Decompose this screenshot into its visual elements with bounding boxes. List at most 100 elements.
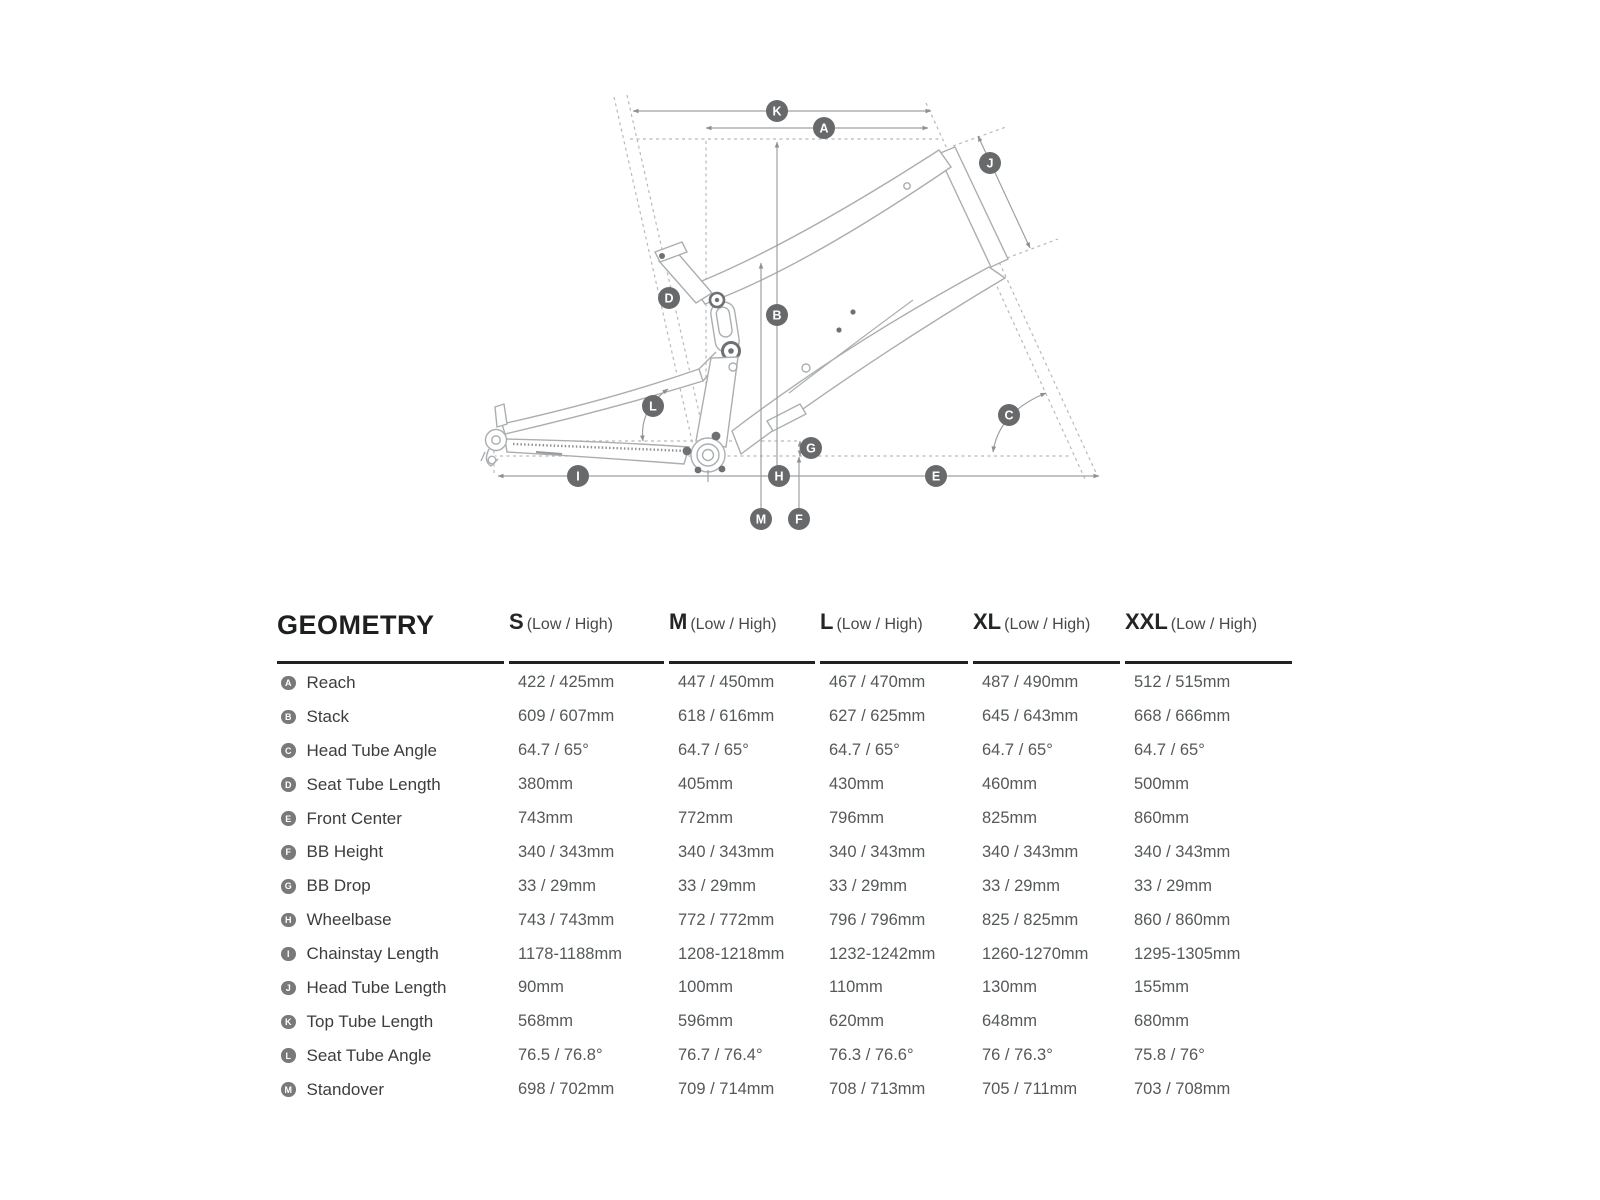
row-value: 1232-1242mm <box>829 944 936 963</box>
row-label: Chainstay Length <box>306 944 439 964</box>
row-letter-badge: E <box>281 811 296 826</box>
diagram-badge-letter-l: L <box>649 399 657 413</box>
diagram-badge-g <box>800 437 822 459</box>
row-label-cell: E Front Center <box>277 809 509 829</box>
row-badge-letter: A <box>285 677 292 688</box>
diagram-badge-j <box>979 152 1001 174</box>
size-note: (Low / High) <box>1170 616 1258 633</box>
row-value: 340 / 343mm <box>1134 842 1231 861</box>
row-label-cell: A Reach <box>277 673 509 693</box>
column-header-xxl: XXL(Low / High) <box>1125 606 1292 641</box>
row-label: Top Tube Length <box>306 1011 434 1031</box>
row-value: 340 / 343mm <box>829 842 926 861</box>
row-value: 64.7 / 65° <box>829 741 900 760</box>
row-letter-badge: A <box>281 675 296 691</box>
row-letter-badge: D <box>281 777 296 792</box>
row-value: 620mm <box>829 1012 885 1031</box>
row-value: 772 / 772mm <box>678 910 775 929</box>
row-value: 698 / 702mm <box>518 1080 615 1099</box>
row-label: BB Drop <box>306 876 371 896</box>
row-value: 33 / 29mm <box>518 876 596 895</box>
row-value: 110mm <box>829 978 883 997</box>
row-badge-letter: M <box>284 1084 293 1095</box>
diagram-badge-i <box>567 465 589 487</box>
bike-frame-art <box>480 146 1009 474</box>
table-row: K Top Tube Length 568mm 596mm 620mm 648m… <box>277 1005 1292 1039</box>
row-value: 33 / 29mm <box>1134 876 1212 895</box>
table-row: H Wheelbase 743 / 743mm 772 / 772mm 796 … <box>277 903 1292 937</box>
row-value: 405mm <box>678 775 734 794</box>
row-label: Head Tube Angle <box>306 740 437 760</box>
diagram-badge-letter-d: D <box>664 291 673 305</box>
row-value: 743mm <box>518 809 574 827</box>
row-badge-letter: F <box>285 847 292 858</box>
row-label-cell: D Seat Tube Length <box>277 775 509 795</box>
row-badge-letter: B <box>285 711 292 722</box>
diagram-badge-m <box>750 508 772 530</box>
row-value: 487 / 490mm <box>982 673 1079 692</box>
row-value: 75.8 / 76° <box>1134 1046 1205 1065</box>
row-letter-badge: C <box>281 743 296 758</box>
row-badge-letter: C <box>285 745 292 756</box>
row-value: 155mm <box>1134 978 1190 997</box>
table-row: F BB Height 340 / 343mm 340 / 343mm 340 … <box>277 835 1292 869</box>
row-value: 447 / 450mm <box>678 673 775 692</box>
diagram-badge-c <box>998 404 1020 426</box>
row-letter-badge: M <box>281 1082 296 1097</box>
column-header-l: L(Low / High) <box>820 606 973 641</box>
row-label-cell: G BB Drop <box>277 876 509 896</box>
row-value: 512 / 515mm <box>1134 673 1231 692</box>
diagram-badge-letter-k: K <box>772 104 781 118</box>
row-label-cell: K Top Tube Length <box>277 1012 509 1032</box>
row-badge-letter: D <box>285 779 292 790</box>
row-value: 1295-1305mm <box>1134 944 1241 963</box>
diagram-badge-letter-b: B <box>772 308 781 322</box>
diagram-badge-k <box>766 100 788 122</box>
row-badge-letter: G <box>284 881 292 892</box>
table-row: J Head Tube Length 90mm 100mm 110mm 130m… <box>277 971 1292 1005</box>
row-letter-badge: F <box>281 845 296 860</box>
header-rule <box>277 661 1292 664</box>
row-value: 708 / 713mm <box>829 1080 926 1099</box>
size-label: L <box>820 609 834 634</box>
table-header: GEOMETRY S(Low / High) M(Low / High) L(L… <box>277 606 1292 640</box>
diagram-badge-e <box>925 465 947 487</box>
column-header-s: S(Low / High) <box>509 606 669 641</box>
row-label: BB Height <box>306 842 384 862</box>
row-letter-badge: I <box>281 946 296 962</box>
row-label: Front Center <box>306 808 402 828</box>
row-value: 1208-1218mm <box>678 944 785 963</box>
row-value: 422 / 425mm <box>518 673 615 692</box>
row-value: 90mm <box>518 978 564 997</box>
diagram-badge-letter-h: H <box>774 469 783 483</box>
row-value: 743 / 743mm <box>518 910 615 929</box>
row-value: 64.7 / 65° <box>982 741 1053 760</box>
row-value: 860mm <box>1134 809 1190 827</box>
row-label-cell: H Wheelbase <box>277 910 509 930</box>
row-value: 460mm <box>982 775 1038 794</box>
row-badge-letter: J <box>285 982 291 993</box>
diagram-badge-letter-i: I <box>576 469 579 483</box>
table-row: C Head Tube Angle 64.7 / 65° 64.7 / 65° … <box>277 734 1292 768</box>
row-value: 76.5 / 76.8° <box>518 1046 603 1065</box>
table-row: I Chainstay Length 1178-1188mm 1208-1218… <box>277 937 1292 971</box>
row-value: 648mm <box>982 1012 1038 1031</box>
table-row: A Reach 422 / 425mm 447 / 450mm 467 / 47… <box>277 666 1292 700</box>
diagram-badge-a <box>813 117 835 139</box>
row-badge-letter: K <box>285 1016 292 1027</box>
row-label: Standover <box>306 1079 385 1099</box>
row-value: 64.7 / 65° <box>678 741 749 760</box>
diagram-badge-b <box>766 304 788 326</box>
row-value: 680mm <box>1134 1012 1190 1031</box>
row-label: Seat Tube Angle <box>306 1045 432 1065</box>
column-header-m: M(Low / High) <box>669 606 820 641</box>
row-value: 100mm <box>678 978 734 997</box>
row-value: 796 / 796mm <box>829 910 926 929</box>
row-letter-badge: L <box>281 1048 296 1063</box>
row-value: 709 / 714mm <box>678 1080 775 1099</box>
row-letter-badge: H <box>281 912 296 928</box>
diagram-badge-l <box>642 395 664 417</box>
row-label: Reach <box>306 672 356 692</box>
